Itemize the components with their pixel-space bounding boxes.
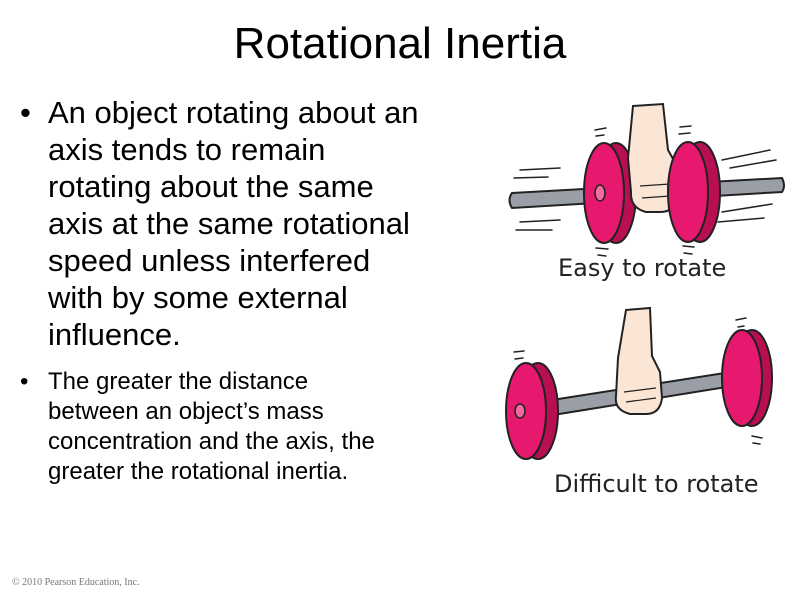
bullet-line: axis at the same rotational bbox=[48, 206, 410, 241]
bullet-item-distance: • The greater the distance between an ob… bbox=[20, 367, 490, 487]
bullet-marker: • bbox=[20, 95, 31, 130]
bullet-line: between an object’s mass bbox=[48, 398, 324, 425]
difficult-dumbbell bbox=[505, 306, 773, 460]
bullet-line: with by some external bbox=[48, 280, 348, 315]
caption-difficult: Difficult to rotate bbox=[554, 470, 759, 498]
disk-left-difficult bbox=[505, 362, 559, 460]
bullet-line: axis tends to remain bbox=[48, 132, 326, 167]
bullet-line: speed unless interfered bbox=[48, 243, 371, 278]
bullet-line: An object rotating about an bbox=[48, 95, 419, 130]
disk-right-difficult bbox=[721, 329, 773, 427]
motion-lines-top bbox=[513, 125, 777, 257]
bullet-item-rotation: • An object rotating about an axis tends… bbox=[20, 94, 490, 353]
disk-right-easy bbox=[667, 141, 721, 243]
slide-title: Rotational Inertia bbox=[233, 19, 567, 68]
caption-easy: Easy to rotate bbox=[558, 254, 727, 282]
bullet-list: • An object rotating about an axis tends… bbox=[20, 94, 490, 487]
bullet-line: The greater the distance bbox=[48, 368, 309, 395]
bullet-line: influence. bbox=[48, 317, 181, 352]
easy-dumbbell bbox=[508, 102, 785, 257]
disk-left-easy bbox=[583, 142, 637, 244]
hand-difficult bbox=[614, 306, 664, 415]
copyright-footer: © 2010 Pearson Education, Inc. bbox=[12, 577, 140, 588]
bullet-marker: • bbox=[20, 368, 29, 395]
bullet-line: concentration and the axis, the bbox=[48, 428, 375, 455]
bullet-line: greater the rotational inertia. bbox=[48, 458, 349, 485]
bullet-line: rotating about the same bbox=[48, 169, 374, 204]
